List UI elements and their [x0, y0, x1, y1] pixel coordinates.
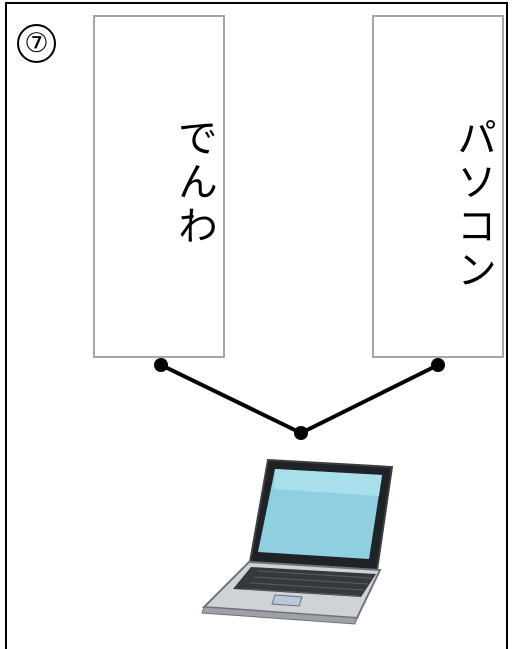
- match-line-left: [160, 363, 302, 435]
- question-number: ⑦: [17, 24, 56, 63]
- question-frame: [5, 2, 508, 649]
- right-card-dot[interactable]: [431, 358, 445, 372]
- question-number-text: ⑦: [24, 28, 49, 59]
- word-card-left[interactable]: でんわ: [93, 15, 225, 358]
- match-line-right: [300, 363, 439, 435]
- word-card-right[interactable]: パソコン: [372, 15, 504, 358]
- laptop-icon: [201, 458, 394, 625]
- word-card-right-text: パソコン: [450, 117, 496, 293]
- left-card-dot[interactable]: [154, 358, 168, 372]
- picture-dot[interactable]: [294, 426, 308, 440]
- word-card-left-text: でんわ: [171, 117, 217, 249]
